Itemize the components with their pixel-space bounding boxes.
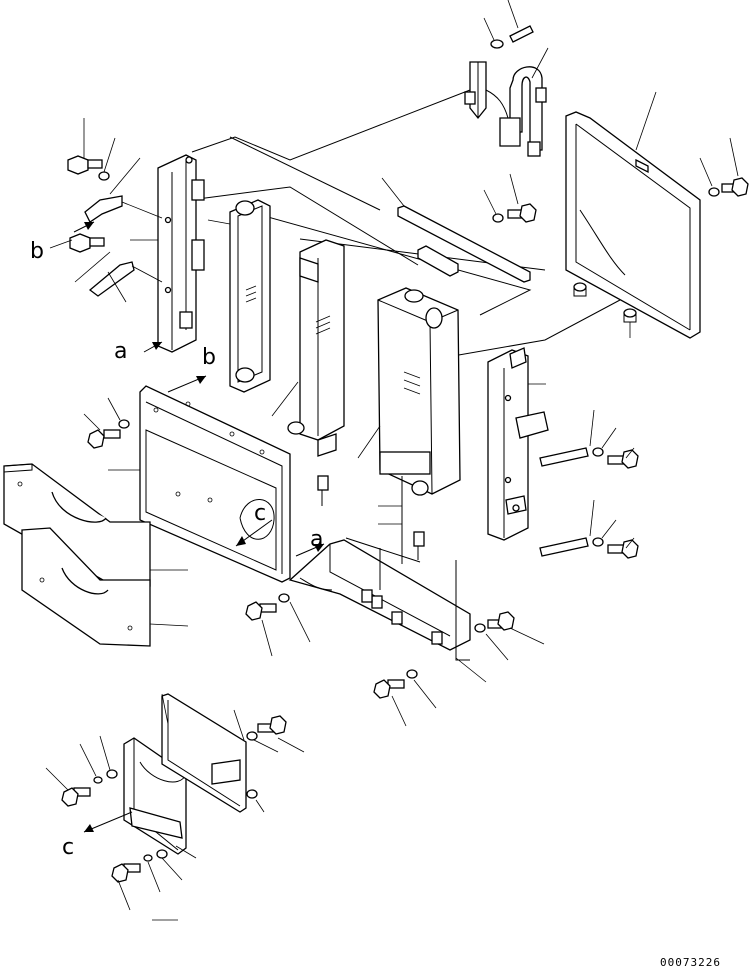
label-b-mid: b bbox=[202, 345, 216, 370]
frame-bolts bbox=[245, 593, 545, 727]
radiator bbox=[357, 287, 461, 496]
hose-assembly bbox=[464, 0, 549, 157]
bottom-support-frame bbox=[288, 475, 471, 661]
label-b-left: b bbox=[30, 239, 44, 264]
right-bolts bbox=[589, 409, 639, 559]
foam-seals bbox=[3, 463, 189, 647]
shroud-panel bbox=[565, 91, 749, 339]
upper-plates bbox=[381, 173, 537, 283]
label-c-bottom: c bbox=[62, 835, 74, 860]
right-support-bracket bbox=[487, 347, 589, 557]
label-a-lower: a bbox=[310, 527, 323, 552]
left-support-bracket bbox=[130, 154, 205, 353]
direction-arrows bbox=[73, 221, 325, 833]
side-cover-plate bbox=[83, 385, 291, 583]
oil-cooler bbox=[207, 199, 271, 393]
left-small-parts bbox=[49, 118, 163, 303]
document-number: 00073226 bbox=[660, 956, 721, 969]
label-c-mid: c bbox=[254, 501, 266, 526]
small-plugs bbox=[573, 282, 637, 338]
lower-bolts bbox=[45, 735, 183, 921]
after-cooler bbox=[271, 239, 345, 457]
lower-bracket-assembly bbox=[123, 693, 305, 859]
label-a-upper: a bbox=[114, 339, 127, 364]
